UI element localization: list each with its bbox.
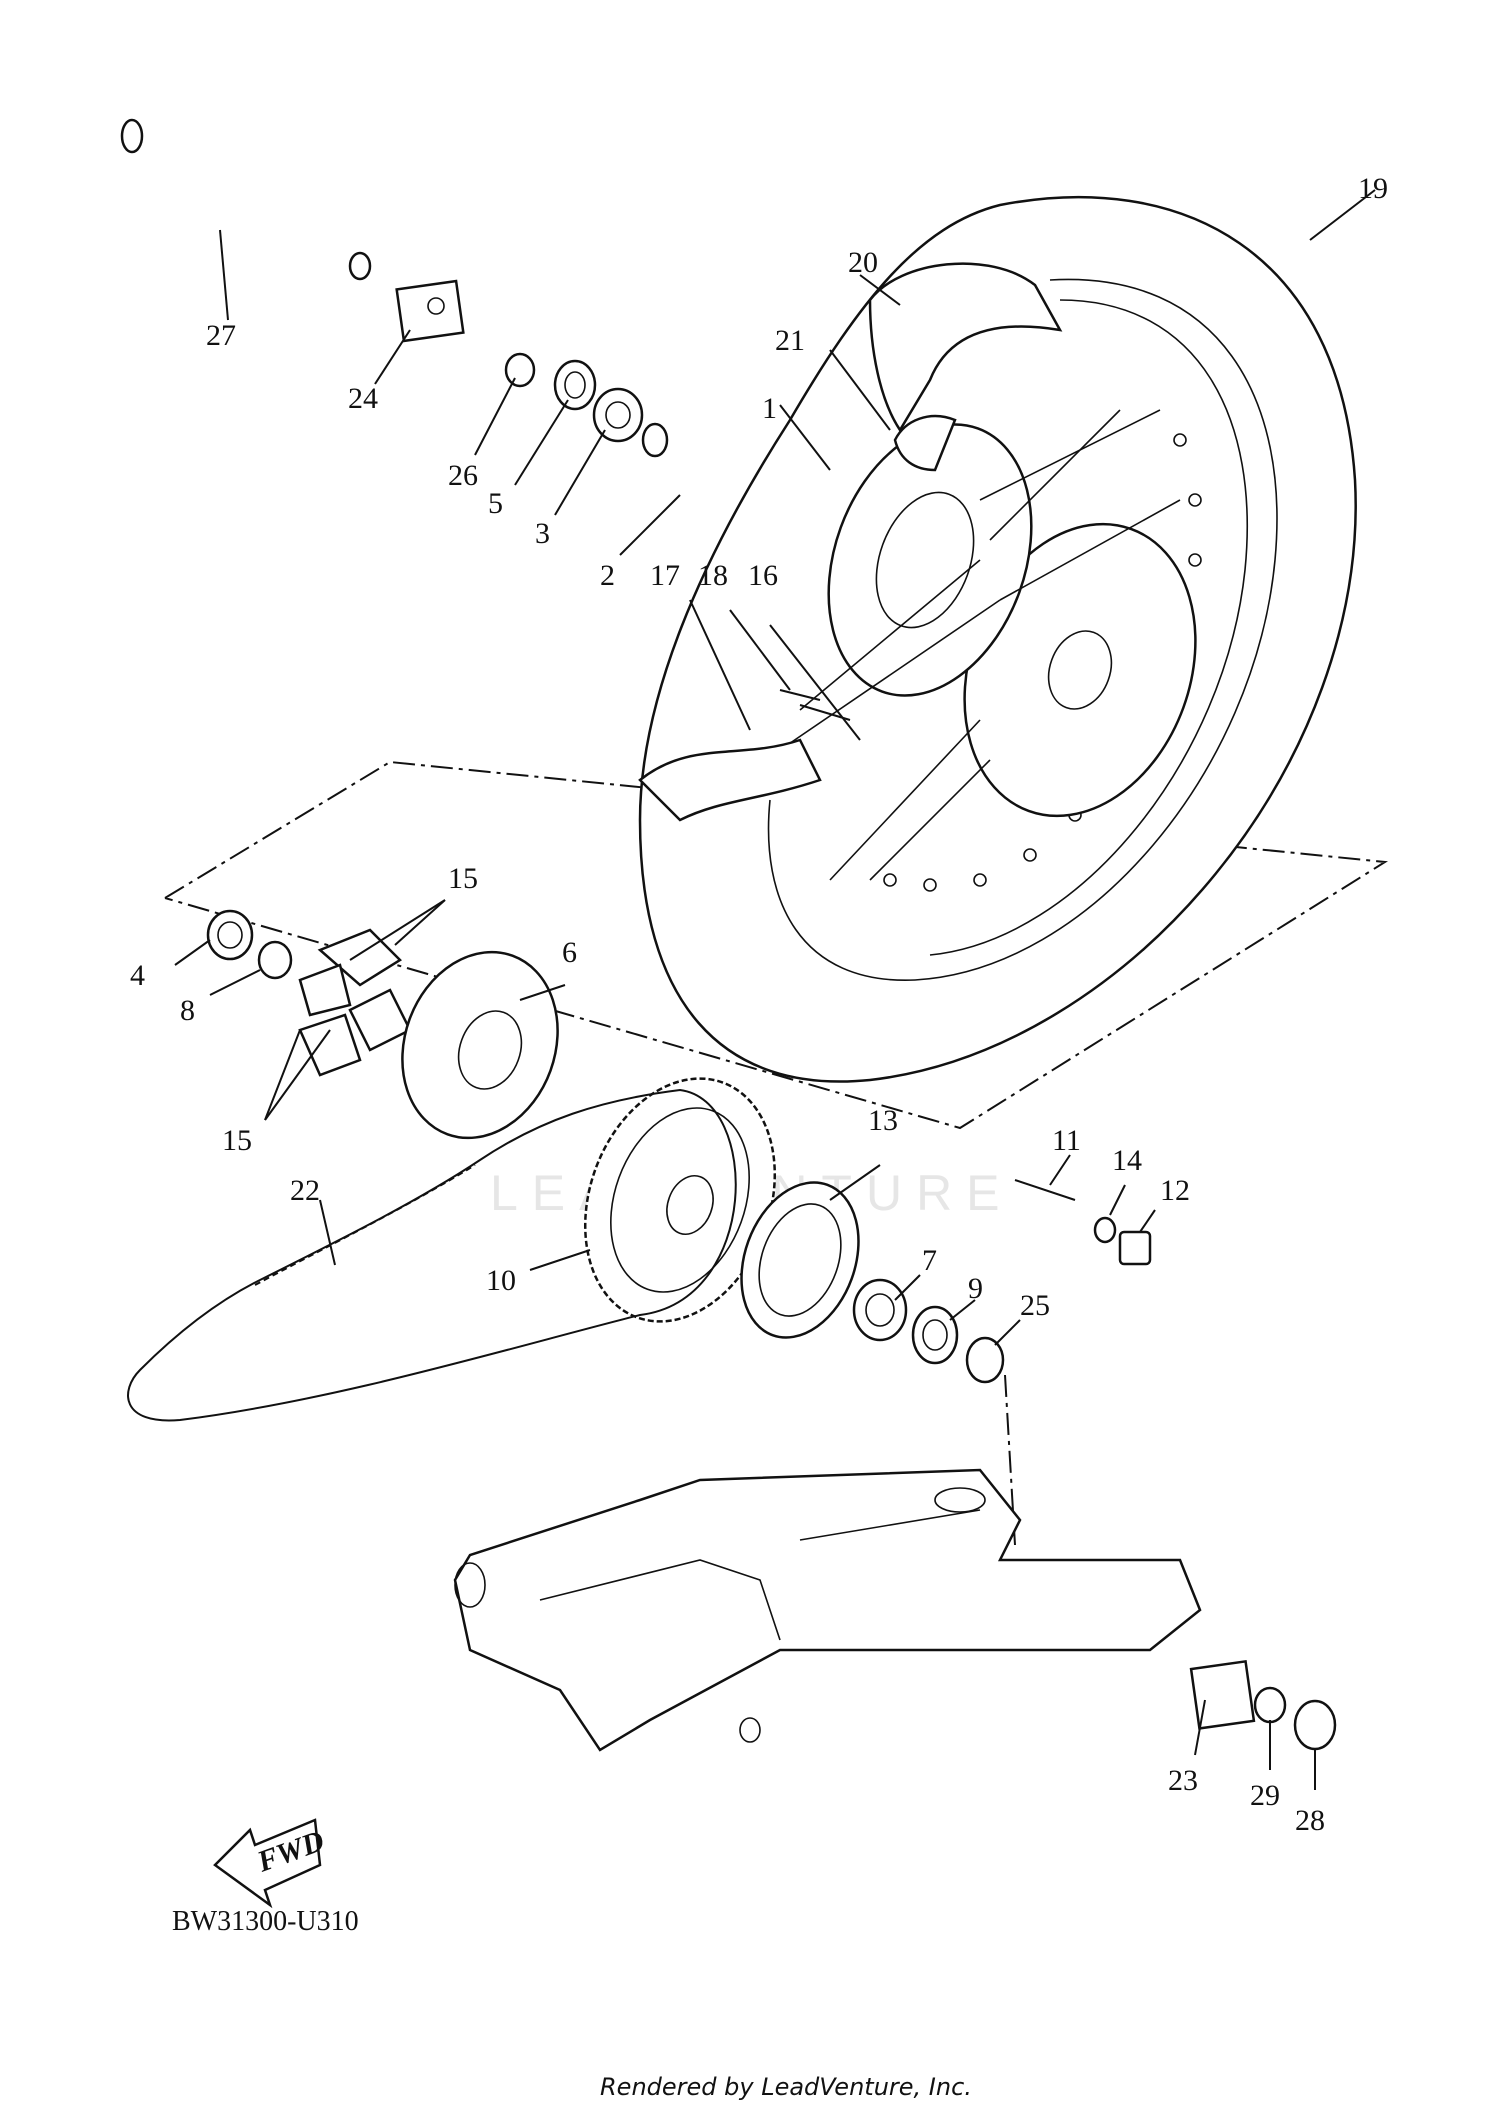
callout-22[interactable]: 22 — [290, 1174, 320, 1207]
clutch-hub[interactable] — [377, 930, 583, 1160]
bearing-3[interactable] — [592, 387, 644, 443]
rim-band[interactable] — [893, 414, 957, 472]
collar-8[interactable] — [257, 940, 293, 980]
washer-29[interactable] — [1253, 1686, 1287, 1724]
flange-nut-12[interactable] — [1118, 1230, 1152, 1266]
callout-4[interactable]: 4 — [130, 959, 145, 992]
swingarm — [453, 1468, 1202, 1752]
callout-27[interactable]: 27 — [206, 319, 236, 352]
tire-cutaway — [638, 738, 822, 822]
callout-2[interactable]: 2 — [600, 559, 615, 592]
callout-6[interactable]: 6 — [562, 936, 577, 969]
callout-13[interactable]: 13 — [868, 1104, 898, 1137]
bearing-7[interactable] — [852, 1278, 908, 1342]
callout-14[interactable]: 14 — [1112, 1144, 1142, 1177]
callout-16[interactable]: 16 — [748, 559, 778, 592]
spokes — [779, 409, 1181, 881]
callout-20[interactable]: 20 — [848, 246, 878, 279]
callout-15-top[interactable]: 15 — [448, 862, 478, 895]
callout-17[interactable]: 17 — [650, 559, 680, 592]
callout-12[interactable]: 12 — [1160, 1174, 1190, 1207]
callout-19[interactable]: 19 — [1358, 172, 1388, 205]
chain-adjuster-right[interactable] — [1189, 1659, 1256, 1730]
callout-3[interactable]: 3 — [535, 517, 550, 550]
bearing-4[interactable] — [206, 909, 254, 961]
hub-dampers[interactable] — [298, 928, 412, 1077]
stud-bolt[interactable] — [1014, 1179, 1076, 1201]
callout-5[interactable]: 5 — [488, 487, 503, 520]
rear-axle[interactable] — [120, 118, 372, 281]
callout-18[interactable]: 18 — [698, 559, 728, 592]
axle-nut-28[interactable] — [1293, 1699, 1337, 1751]
oil-seal-9[interactable] — [911, 1305, 959, 1365]
callout-26[interactable]: 26 — [448, 459, 478, 492]
callout-21[interactable]: 21 — [775, 324, 805, 357]
callout-28[interactable]: 28 — [1295, 1804, 1325, 1837]
rear-wheel-assembly[interactable] — [638, 195, 1357, 1083]
diagram-code: BW31300-U310 — [172, 1906, 359, 1937]
callout-7[interactable]: 7 — [922, 1244, 937, 1277]
callout-9[interactable]: 9 — [968, 1272, 983, 1305]
callout-29[interactable]: 29 — [1250, 1779, 1280, 1812]
drive-chain[interactable] — [127, 1088, 737, 1422]
callout-1[interactable]: 1 — [762, 392, 777, 425]
assembly-group-outline — [164, 760, 1389, 1130]
forward-arrow-icon: FWD — [213, 1818, 329, 1909]
inner-tube[interactable] — [868, 262, 1063, 433]
axle-center-line — [1004, 1374, 1016, 1546]
collar-26[interactable] — [504, 352, 536, 388]
callout-15-bottom[interactable]: 15 — [222, 1124, 252, 1157]
air-valve[interactable] — [779, 689, 821, 701]
callout-25[interactable]: 25 — [1020, 1289, 1050, 1322]
collar-25[interactable] — [965, 1336, 1005, 1384]
washer-14[interactable] — [1093, 1216, 1117, 1244]
callout-24[interactable]: 24 — [348, 382, 378, 415]
callout-10[interactable]: 10 — [486, 1264, 516, 1297]
footer-credit: Rendered by LeadVenture, Inc. — [600, 2073, 972, 2101]
oil-seal-5[interactable] — [553, 359, 597, 411]
callout-numbers: 27 24 26 5 3 2 17 18 16 1 21 20 19 15 4 … — [130, 172, 1388, 1837]
sprocket-protector[interactable] — [721, 1166, 879, 1354]
callout-8[interactable]: 8 — [180, 994, 195, 1027]
callout-11[interactable]: 11 — [1052, 1124, 1081, 1157]
leader-lines — [174, 189, 1376, 1790]
callout-23[interactable]: 23 — [1168, 1764, 1198, 1797]
